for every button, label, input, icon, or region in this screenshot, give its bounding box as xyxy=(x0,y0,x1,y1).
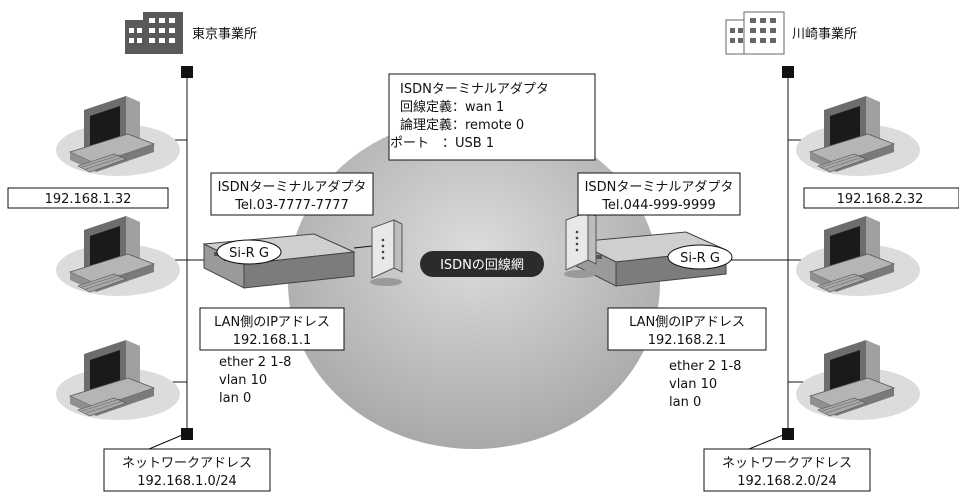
pc-icon xyxy=(55,339,181,421)
ta-info-box: ISDNターミナルアダプタ 回線定義：wan 1 論理定義：remote 0 ポ… xyxy=(388,73,596,161)
ta-info-title: ISDNターミナルアダプタ xyxy=(400,82,549,97)
tokyo-lan-box: LAN側のIPアドレス 192.168.1.1 xyxy=(199,307,345,351)
tokyo-router-label-badge: Si-R G xyxy=(216,239,282,265)
tokyo-lan-ip: 192.168.1.1 xyxy=(233,333,312,348)
tokyo-ta-box: ISDNターミナルアダプタ Tel.03-7777-7777 xyxy=(210,172,374,216)
kawasaki-lan-box: LAN側のIPアドレス 192.168.2.1 xyxy=(607,307,767,351)
tokyo-network-address: 192.168.1.0/24 xyxy=(137,474,237,489)
ta-info-line1: 回線定義：wan 1 xyxy=(400,99,504,115)
tokyo-building-icon xyxy=(125,12,183,54)
kawasaki-building-icon xyxy=(725,11,785,55)
pc-icon xyxy=(795,215,921,297)
isdn-network-label: ISDNの回線網 xyxy=(440,257,524,273)
kawasaki-host-ip-box: 192.168.2.32 xyxy=(803,187,959,209)
tokyo-host-ip: 192.168.1.32 xyxy=(45,192,132,207)
kawasaki-ta-title: ISDNターミナルアダプタ xyxy=(585,180,734,195)
kawasaki-router-label-badge: Si-R G xyxy=(667,244,733,270)
tokyo-host-ip-box: 192.168.1.32 xyxy=(7,187,169,209)
lan-terminator xyxy=(181,66,193,78)
pc-icon xyxy=(795,339,921,421)
ta-info-line2: 論理定義：remote 0 xyxy=(400,117,524,133)
kawasaki-router-label: Si-R G xyxy=(680,251,720,266)
kawasaki-network-box: ネットワークアドレス 192.168.2.0/24 xyxy=(703,448,871,492)
kawasaki-host-ip: 192.168.2.32 xyxy=(837,192,924,207)
kawasaki-lan-ip: 192.168.2.1 xyxy=(648,333,727,348)
kawasaki-network-address: 192.168.2.0/24 xyxy=(737,474,837,489)
lan-terminator xyxy=(181,428,193,440)
tokyo-network-box: ネットワークアドレス 192.168.1.0/24 xyxy=(103,448,271,492)
tokyo-router-label: Si-R G xyxy=(229,246,269,261)
pc-icon xyxy=(55,95,181,177)
kawasaki-site-label: 川崎事業所 xyxy=(792,26,857,42)
tokyo-config-ether: ether 2 1-8 xyxy=(219,355,291,370)
lan-terminator xyxy=(782,66,794,78)
isdn-cloud xyxy=(288,117,660,449)
lan-terminator xyxy=(782,428,794,440)
kawasaki-config-lan: lan 0 xyxy=(669,395,701,410)
kawasaki-config-vlan: vlan 10 xyxy=(669,377,717,392)
kawasaki-network-title: ネットワークアドレス xyxy=(722,456,852,471)
tokyo-config-vlan: vlan 10 xyxy=(219,373,267,388)
pc-icon xyxy=(795,95,921,177)
tokyo-ta-title: ISDNターミナルアダプタ xyxy=(218,180,367,195)
tokyo-config-lan: lan 0 xyxy=(219,391,251,406)
isdn-network-badge: ISDNの回線網 xyxy=(420,251,544,277)
kawasaki-lan-title: LAN側のIPアドレス xyxy=(629,315,745,330)
kawasaki-config-ether: ether 2 1-8 xyxy=(669,359,741,374)
tokyo-site-label: 東京事業所 xyxy=(192,26,257,42)
kawasaki-ta-tel: Tel.044-999-9999 xyxy=(601,198,716,213)
tokyo-lan-title: LAN側のIPアドレス xyxy=(214,315,330,330)
pc-icon xyxy=(55,215,181,297)
tokyo-network-title: ネットワークアドレス xyxy=(122,456,252,471)
kawasaki-ta-box: ISDNターミナルアダプタ Tel.044-999-9999 xyxy=(577,172,741,216)
ta-info-line3: ポート ：USB 1 xyxy=(390,136,494,151)
tokyo-ta-tel: Tel.03-7777-7777 xyxy=(234,198,349,213)
